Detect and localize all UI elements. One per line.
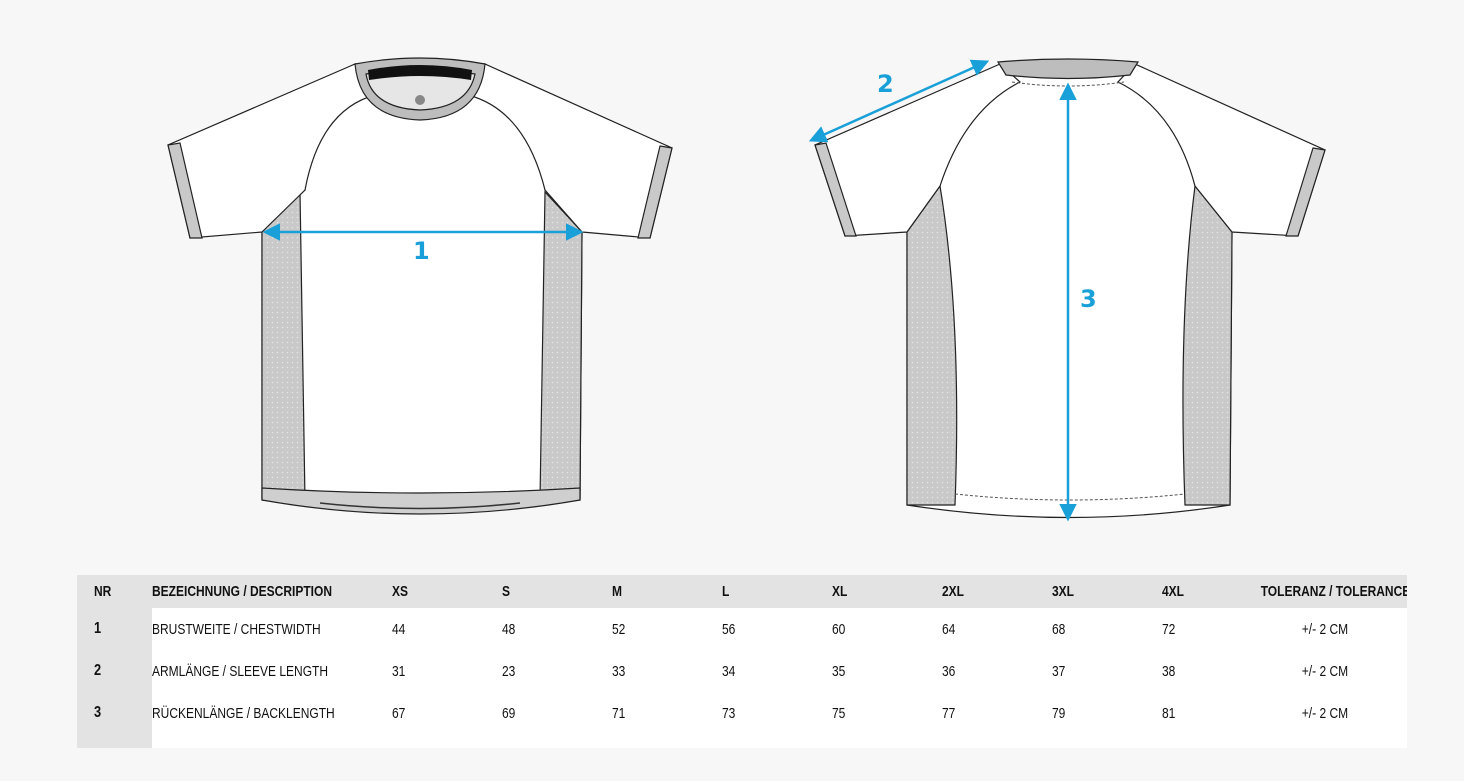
header-size-s: S [502, 583, 511, 600]
row-value: 67 [392, 692, 502, 748]
header-size-l: L [722, 583, 730, 600]
row-nr: 3 [77, 692, 152, 748]
row-tolerance: +/- 2 CM [1242, 692, 1407, 748]
row-value: 64 [942, 608, 1052, 650]
row-value: 73 [722, 692, 832, 748]
row-value: 77 [942, 692, 1052, 748]
row-value: 60 [832, 608, 942, 650]
row-value: 75 [832, 692, 942, 748]
row-value: 33 [612, 650, 722, 692]
header-tolerance: TOLERANZ / TOLERANCE [1260, 583, 1407, 600]
front-shirt [167, 57, 673, 515]
row-value: 52 [612, 608, 722, 650]
size-table: NR BEZEICHNUNG / DESCRIPTION XS S M L XL… [77, 575, 1407, 748]
row-value: 44 [392, 608, 502, 650]
back-length-measure-label: 3 [1080, 285, 1097, 313]
logo-icon [415, 95, 425, 105]
row-description: BRUSTWEITE / CHESTWIDTH [152, 608, 392, 650]
front-neck-tape [368, 65, 472, 80]
back-right-sleeve [1117, 63, 1326, 237]
row-value: 38 [1162, 650, 1242, 692]
front-right-mesh-panel [539, 190, 583, 501]
header-description: BEZEICHNUNG / DESCRIPTION [152, 583, 333, 600]
back-collar [996, 58, 1140, 80]
header-size-3xl: 3XL [1052, 583, 1075, 600]
row-value: 31 [392, 650, 502, 692]
header-size-m: M [612, 583, 622, 600]
row-value: 72 [1162, 608, 1242, 650]
row-tolerance: +/- 2 CM [1242, 650, 1407, 692]
front-left-cuff [167, 142, 203, 239]
sleeve-measure-arrow [808, 59, 990, 143]
table-row: 3 RÜCKENLÄNGE / BACKLENGTH 67 69 71 73 7… [77, 692, 1407, 748]
sleeve-measure-label: 2 [877, 70, 894, 98]
header-size-2xl: 2XL [942, 583, 965, 600]
table-header-row: NR BEZEICHNUNG / DESCRIPTION XS S M L XL… [77, 575, 1407, 608]
back-left-cuff [814, 142, 857, 237]
front-left-mesh-panel [261, 190, 306, 501]
table-row: 1 BRUSTWEITE / CHESTWIDTH 44 48 52 56 60… [77, 608, 1407, 650]
row-value: 34 [722, 650, 832, 692]
row-nr: 1 [77, 608, 152, 650]
tshirt-illustration: 1 2 3 [167, 57, 1326, 522]
row-nr: 2 [77, 650, 152, 692]
header-size-xl: XL [832, 583, 848, 600]
row-description: ARMLÄNGE / SLEEVE LENGTH [152, 650, 392, 692]
row-tolerance: +/- 2 CM [1242, 608, 1407, 650]
back-right-mesh-panel [1182, 184, 1233, 506]
front-hem-band [261, 487, 581, 515]
table-row: 2 ARMLÄNGE / SLEEVE LENGTH 31 23 33 34 3… [77, 650, 1407, 692]
back-left-mesh-panel [906, 184, 958, 506]
row-value: 68 [1052, 608, 1162, 650]
front-right-cuff [637, 145, 673, 239]
row-value: 56 [722, 608, 832, 650]
row-value: 35 [832, 650, 942, 692]
row-value: 79 [1052, 692, 1162, 748]
row-value: 37 [1052, 650, 1162, 692]
header-size-4xl: 4XL [1162, 583, 1185, 600]
row-value: 36 [942, 650, 1052, 692]
back-right-cuff [1285, 147, 1326, 237]
row-value: 69 [502, 692, 612, 748]
chest-measure-label: 1 [413, 237, 430, 265]
header-nr: NR [94, 583, 112, 600]
header-size-xs: XS [392, 583, 409, 600]
row-description: RÜCKENLÄNGE / BACKLENGTH [152, 692, 392, 748]
row-value: 48 [502, 608, 612, 650]
row-value: 71 [612, 692, 722, 748]
back-shirt [814, 58, 1326, 519]
row-value: 81 [1162, 692, 1242, 748]
row-value: 23 [502, 650, 612, 692]
